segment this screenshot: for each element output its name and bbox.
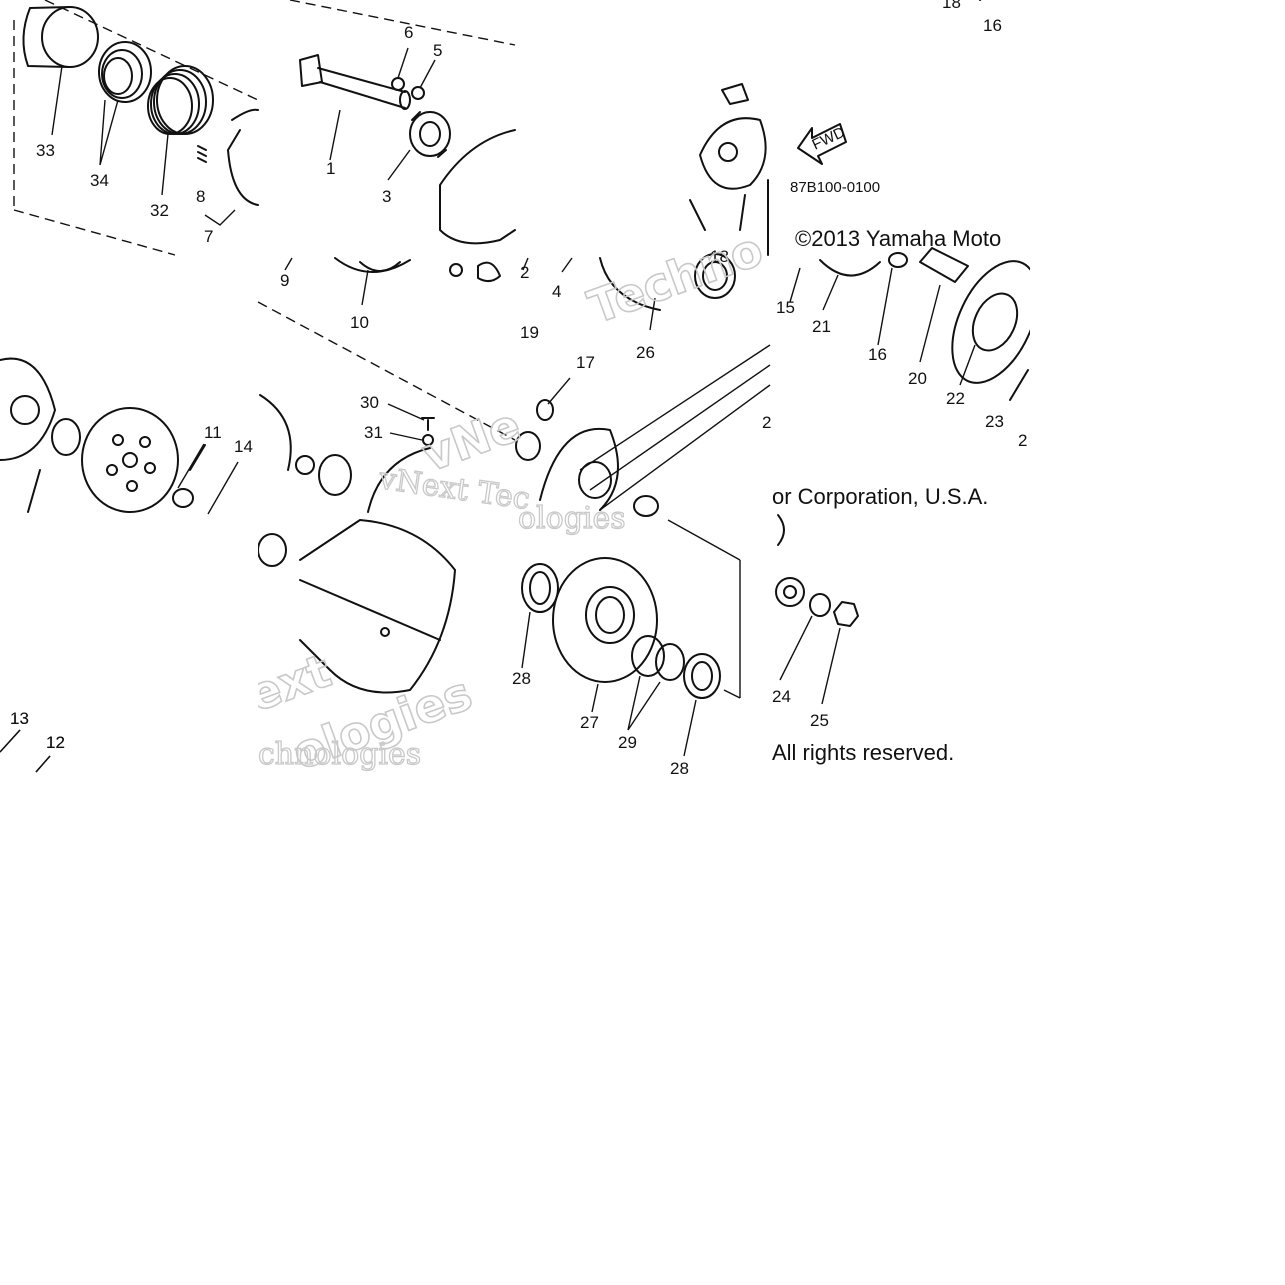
tile-copyright-2: or Corporation, U.S.A. (772, 484, 988, 509)
callout-30: 30 (360, 393, 379, 412)
callout-2: 2 (520, 263, 529, 282)
part-code: 87B100-0100 (790, 179, 880, 196)
callout-34: 34 (90, 171, 109, 190)
callout-28-left: 28 (512, 669, 531, 688)
sleeve-part (22, 6, 99, 68)
watermark-4: ologies (518, 501, 626, 536)
callout-20: 20 (908, 369, 927, 388)
watermark-3: vNe (415, 397, 527, 482)
bearing-part (409, 111, 451, 158)
tile-clutch-shoe (0, 357, 206, 513)
tile-clutch-carrier (819, 247, 1039, 401)
callout-9: 9 (280, 271, 289, 290)
callout-23: 23 (985, 412, 1004, 431)
callout-21: 21 (812, 317, 831, 336)
row4-left-callouts: 13 12 (0, 709, 65, 773)
callout-labels: 33 34 32 8 7 6 5 1 3 9 10 2 4 19 26 18 1… (10, 0, 1027, 778)
copyright-line-2: or Corporation, U.S.A. (772, 484, 988, 509)
callout-32: 32 (150, 201, 169, 220)
tile-housing (257, 257, 516, 441)
callout-13-redraw: 13 (10, 709, 29, 728)
tile-cover (259, 394, 435, 513)
callout-11: 11 (204, 423, 222, 442)
callout-7: 7 (204, 227, 213, 246)
callout-1: 1 (326, 159, 335, 178)
callout-18-mid: 18 (710, 247, 729, 266)
tile-clutch-springs (13, 0, 259, 256)
fwd-label: FWD (810, 124, 848, 154)
tile-primary-shaft (289, 0, 516, 245)
callout-12-redraw: 12 (46, 733, 65, 752)
callout-10: 10 (350, 313, 369, 332)
callout-5: 5 (433, 41, 442, 60)
tile-pulley (579, 253, 771, 511)
callout-3: 3 (382, 187, 391, 206)
coil-spring-part (147, 65, 214, 135)
tile-secondary-sheave (521, 519, 741, 699)
watermark-layer: Techno vNext Tec vNe ologies ext ologies… (240, 221, 770, 781)
tile-sheave (515, 399, 659, 517)
callout-16-top: 16 (983, 16, 1002, 35)
callout-33: 33 (36, 141, 55, 160)
watermark-1: Techno (581, 222, 769, 335)
tile-nut-washer: All rights reserved. (772, 514, 954, 765)
callout-22: 22 (946, 389, 965, 408)
callout-29: 29 (618, 733, 637, 752)
callout-18-top: 18 (942, 0, 961, 12)
callout-2-right: 2 (1018, 431, 1027, 450)
watermark-7: chnologies (258, 737, 421, 772)
callout-26: 26 (636, 343, 655, 362)
callout-8: 8 (196, 187, 205, 206)
copyright-line-1: ©2013 Yamaha Moto (795, 226, 1001, 251)
tile-cam (689, 83, 769, 256)
callout-2-mid: 2 (762, 413, 771, 432)
callout-19: 19 (520, 323, 539, 342)
callout-17: 17 (576, 353, 595, 372)
callout-31: 31 (364, 423, 383, 442)
callout-16: 16 (868, 345, 887, 364)
copyright-line-3: All rights reserved. (772, 740, 954, 765)
callout-25: 25 (810, 711, 829, 730)
tile-fwd-copyright: FWD 87B100-0100 ©2013 Yamaha Moto (790, 0, 1001, 251)
shaft-part (299, 54, 411, 110)
callout-12: 12 (46, 733, 65, 752)
callout-24: 24 (772, 687, 791, 706)
callout-14: 14 (234, 437, 253, 456)
callout-15: 15 (776, 298, 795, 317)
callout-6: 6 (404, 23, 413, 42)
fwd-arrow-icon: FWD (797, 123, 848, 165)
spring-seat-part (98, 41, 152, 103)
callout-28: 28 (670, 759, 689, 778)
callout-27: 27 (580, 713, 599, 732)
callout-4: 4 (552, 282, 561, 301)
